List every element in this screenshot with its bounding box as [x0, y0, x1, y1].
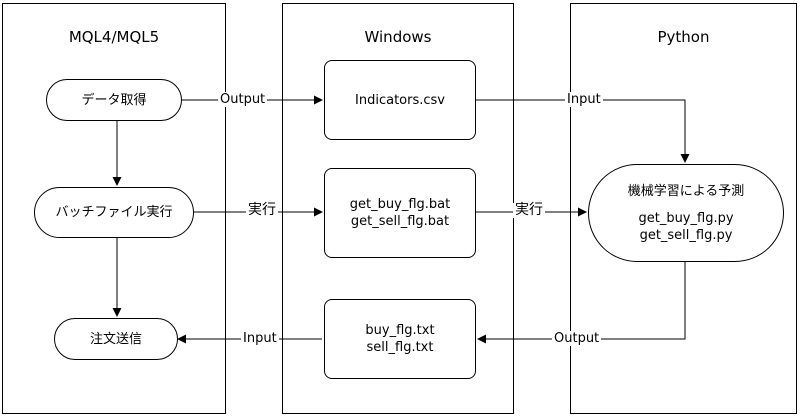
- edge-label-input-1: Input: [565, 92, 603, 107]
- node-ml-predict-label: 機械学習による予測: [627, 183, 745, 199]
- edge-label-input-2: Input: [241, 331, 279, 346]
- edge-label-exec-2: 実行: [513, 202, 545, 218]
- node-get-sell-py-label: get_sell_flg.py: [639, 227, 733, 243]
- node-batch-file: バッチファイル実行: [34, 187, 194, 238]
- lane-title-python: Python: [657, 28, 710, 46]
- node-indicators-csv: Indicators.csv: [324, 60, 476, 140]
- node-ml-predict: 機械学習による予測 get_buy_flg.py get_sell_flg.py: [588, 164, 784, 262]
- node-data-fetch: データ取得: [46, 79, 182, 121]
- node-txt-files: buy_flg.txt sell_flg.txt: [324, 299, 476, 379]
- node-batch-file-label: バッチファイル実行: [55, 205, 173, 220]
- lane-title-mql: MQL4/MQL5: [68, 28, 160, 46]
- edge-csv-to-ml: [476, 99, 690, 163]
- node-data-fetch-label: データ取得: [81, 92, 147, 108]
- node-get-buy-py-label: get_buy_flg.py: [638, 210, 734, 226]
- node-bat-files: get_buy_flg.bat get_sell_flg.bat: [324, 168, 476, 258]
- edge-label-output-2: Output: [552, 331, 602, 346]
- lane-title-windows: Windows: [364, 28, 432, 46]
- edge-py-to-txt: [477, 262, 686, 344]
- node-indicators-csv-label: Indicators.csv: [355, 92, 445, 108]
- node-order-send: 注文送信: [54, 318, 178, 360]
- node-buy-txt-label: buy_flg.txt: [365, 323, 435, 338]
- node-order-send-label: 注文送信: [89, 331, 142, 347]
- node-get-sell-bat-label: get_sell_flg.bat: [350, 214, 450, 229]
- node-get-buy-bat-label: get_buy_flg.bat: [349, 197, 451, 212]
- edge-label-exec-1: 実行: [246, 202, 278, 218]
- edge-label-output-1: Output: [218, 92, 268, 107]
- node-sell-txt-label: sell_flg.txt: [366, 340, 434, 355]
